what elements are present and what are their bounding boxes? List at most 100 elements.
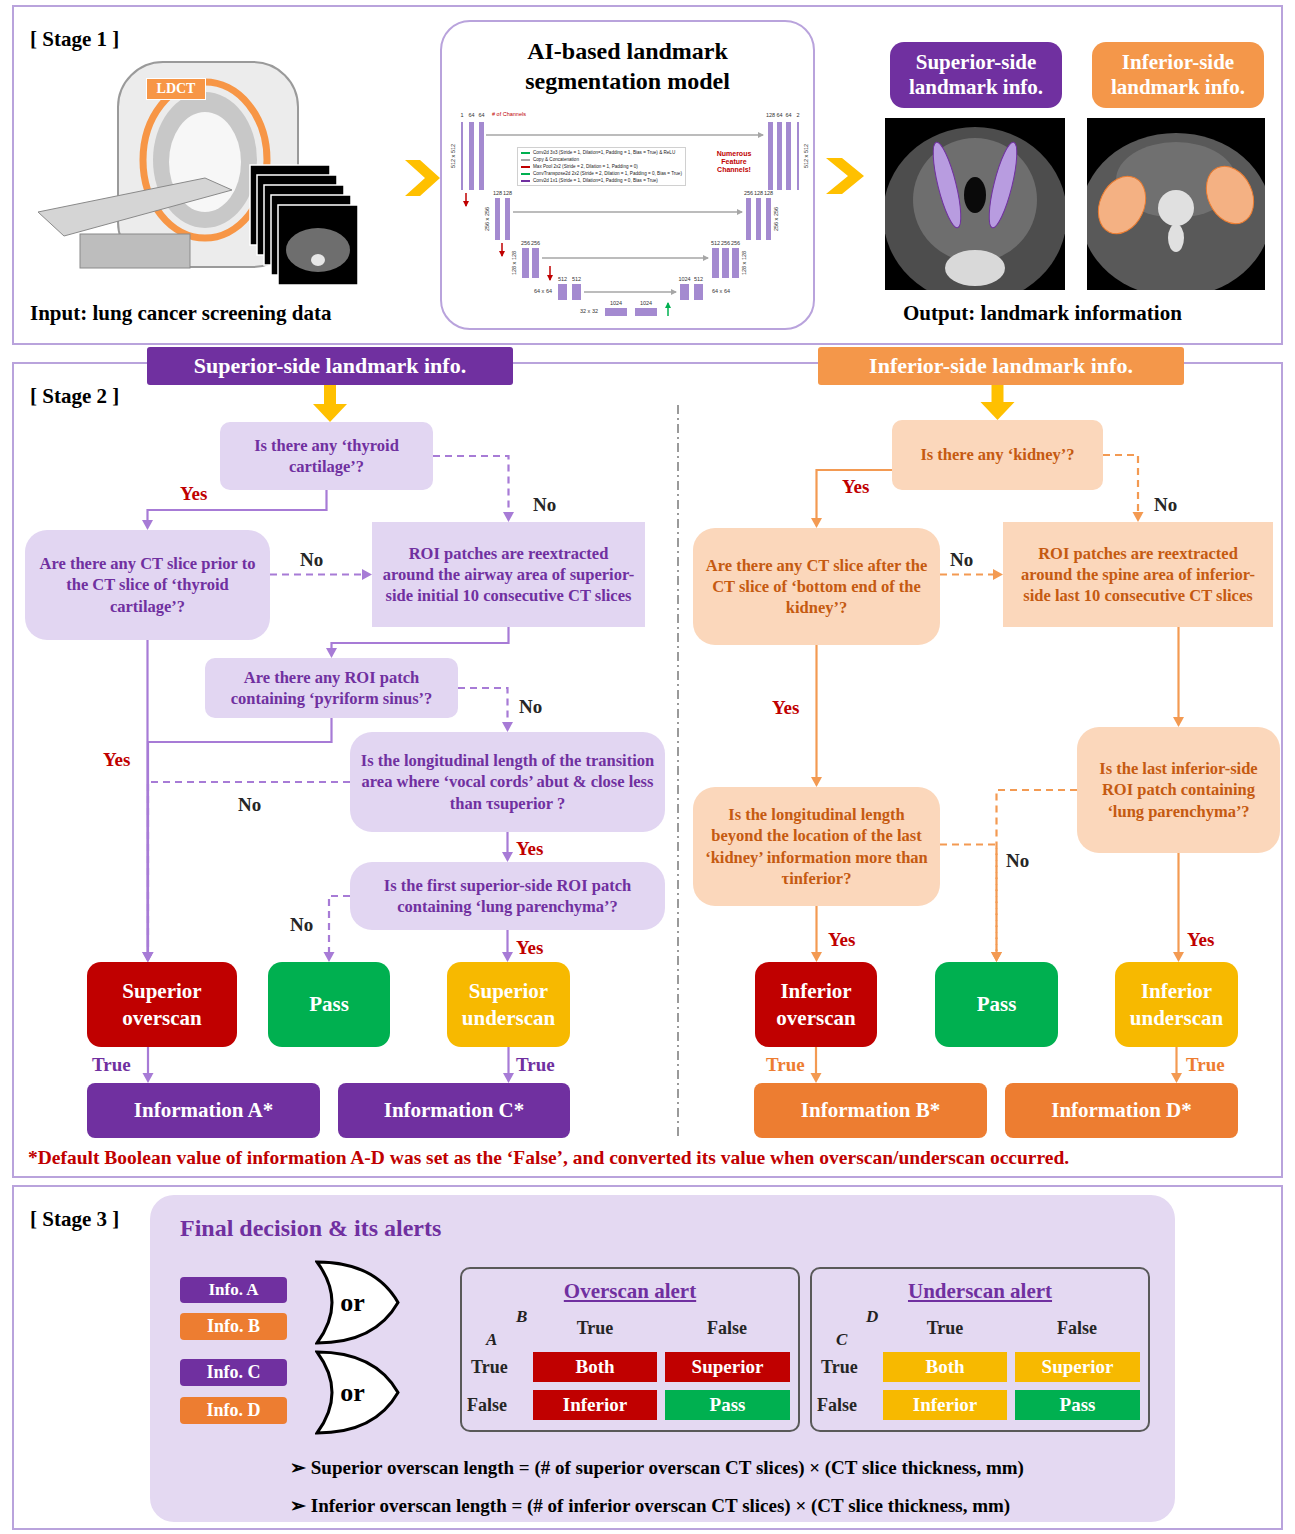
edge-label: True: [1186, 1054, 1225, 1076]
node-text: Both: [925, 1356, 964, 1378]
connector: [142, 490, 327, 530]
connector-line: [506, 832, 508, 854]
information-flag: Information D*: [1005, 1083, 1238, 1138]
pool-arrow: [465, 193, 467, 206]
unet-diagram: [461, 122, 799, 316]
arrowhead: [981, 402, 1015, 420]
arrowhead: [143, 952, 154, 962]
node-text: Inferior underscan: [1119, 978, 1234, 1031]
ct-slices: [250, 165, 358, 285]
node-text: Are there any CT slice prior to the CT s…: [35, 553, 260, 616]
connector: [143, 782, 351, 962]
channel-count: 2: [796, 113, 799, 119]
connector-line: [433, 456, 509, 514]
connector: [502, 930, 513, 962]
legend-text: ConvTranspose2d 2x2 (Stride = 2, Dilatio…: [533, 171, 682, 176]
connector-line: [148, 782, 350, 954]
node-text: Inferior: [563, 1394, 627, 1416]
size-label: 128 x 128: [742, 251, 748, 275]
channel-count: 64: [468, 113, 474, 119]
size-label: 64 x 64: [534, 289, 552, 295]
result-box: Superior overscan: [87, 962, 237, 1047]
node-text: Overscan alert: [462, 1279, 798, 1304]
connector: [940, 569, 1003, 580]
edge-label: No: [290, 914, 313, 936]
connector: [981, 385, 1015, 420]
decision-box: Are there any CT slice prior to the CT s…: [25, 530, 270, 640]
scanner-tag: LDCT: [146, 78, 206, 100]
node-text: Final decision & its alerts: [180, 1215, 441, 1242]
neck-ct-image: [883, 118, 1067, 303]
node-text: Pass: [1060, 1394, 1096, 1416]
node-text: Is the last inferior-side ROI patch cont…: [1087, 758, 1270, 821]
channel-count: 512: [572, 277, 581, 283]
landmark-info-box: Inferior-side landmark info.: [1092, 42, 1264, 108]
ct-content: [885, 127, 1065, 290]
size-label: 64 x 64: [712, 289, 730, 295]
connector: [811, 470, 892, 528]
connector-line: [332, 627, 509, 650]
decision-box: Is there any ‘thyroid cartilage’?: [220, 422, 433, 490]
abdomen-body: [1087, 133, 1265, 290]
edge-label: Yes: [828, 929, 855, 951]
connector-line: [270, 573, 364, 575]
edge-label: Yes: [772, 697, 799, 719]
connector-line: [997, 790, 1078, 954]
connector-line: [940, 845, 997, 954]
alert-cell: Pass: [1015, 1390, 1140, 1420]
connector-line: [1103, 455, 1138, 514]
connector: [940, 845, 1002, 963]
copy-arrow: [584, 291, 676, 293]
result-box: Inferior underscan: [1115, 962, 1238, 1047]
result-box: Superior underscan: [447, 962, 570, 1047]
abdomen-ct-image: [1081, 118, 1271, 297]
node-text: AI-based landmark segmentation model: [442, 36, 813, 96]
divider-line: [677, 405, 679, 1140]
connector-line: [815, 645, 817, 779]
arrowhead: [502, 722, 513, 732]
airway: [964, 177, 986, 213]
node-text: or: [340, 1378, 365, 1408]
table-axis: A: [486, 1330, 497, 1350]
patient-table: [38, 178, 232, 236]
arrowhead: [811, 952, 822, 962]
connector-line: [940, 573, 995, 575]
decision-box: Is the longitudinal length beyond the lo…: [693, 787, 940, 906]
node-text: or: [340, 1288, 365, 1318]
copy-arrow: [513, 211, 742, 213]
arrowhead: [143, 1073, 154, 1083]
node-text: Info. D: [206, 1400, 260, 1421]
node-text: Info. A: [208, 1280, 258, 1300]
node-text: [ Stage 3 ]: [30, 1207, 119, 1232]
node-text: Inferior-side landmark info.: [1096, 50, 1260, 100]
flow-chevron: [826, 158, 864, 194]
result-box: Inferior overscan: [755, 962, 877, 1047]
connector: [811, 645, 822, 787]
size-label: 512 x 512: [451, 144, 457, 168]
copy-arrow: [542, 257, 708, 259]
table-header: False: [467, 1395, 507, 1416]
connector-line: [147, 1047, 149, 1075]
arrowhead: [142, 952, 153, 962]
alert-cell: Pass: [665, 1390, 790, 1420]
connector-line: [1177, 627, 1179, 719]
landmark-info-box: Superior-side landmark info.: [890, 42, 1062, 108]
node-text: Superior: [692, 1356, 764, 1378]
connector: [503, 1047, 514, 1083]
edge-label: Yes: [180, 483, 207, 505]
edge-label: True: [516, 1054, 555, 1076]
connector-line: [506, 930, 508, 954]
node-text: Info. C: [206, 1362, 260, 1383]
connector-line: [507, 1047, 509, 1075]
channel-count: 64: [478, 113, 484, 119]
info-input: Info. A: [180, 1277, 287, 1303]
channel-count: 512: [694, 277, 703, 283]
arrowhead: [1133, 512, 1144, 522]
table-header: False: [817, 1395, 857, 1416]
arrowhead: [502, 852, 513, 862]
edge-label: Yes: [1187, 929, 1214, 951]
node-text: Are there any CT slice after the CT slic…: [703, 555, 930, 618]
edge-label: Yes: [103, 749, 130, 771]
legend-text: Conv2d 3x3 (Stride = 1, Dilation=1, Padd…: [533, 150, 675, 155]
node-text: Both: [575, 1356, 614, 1378]
